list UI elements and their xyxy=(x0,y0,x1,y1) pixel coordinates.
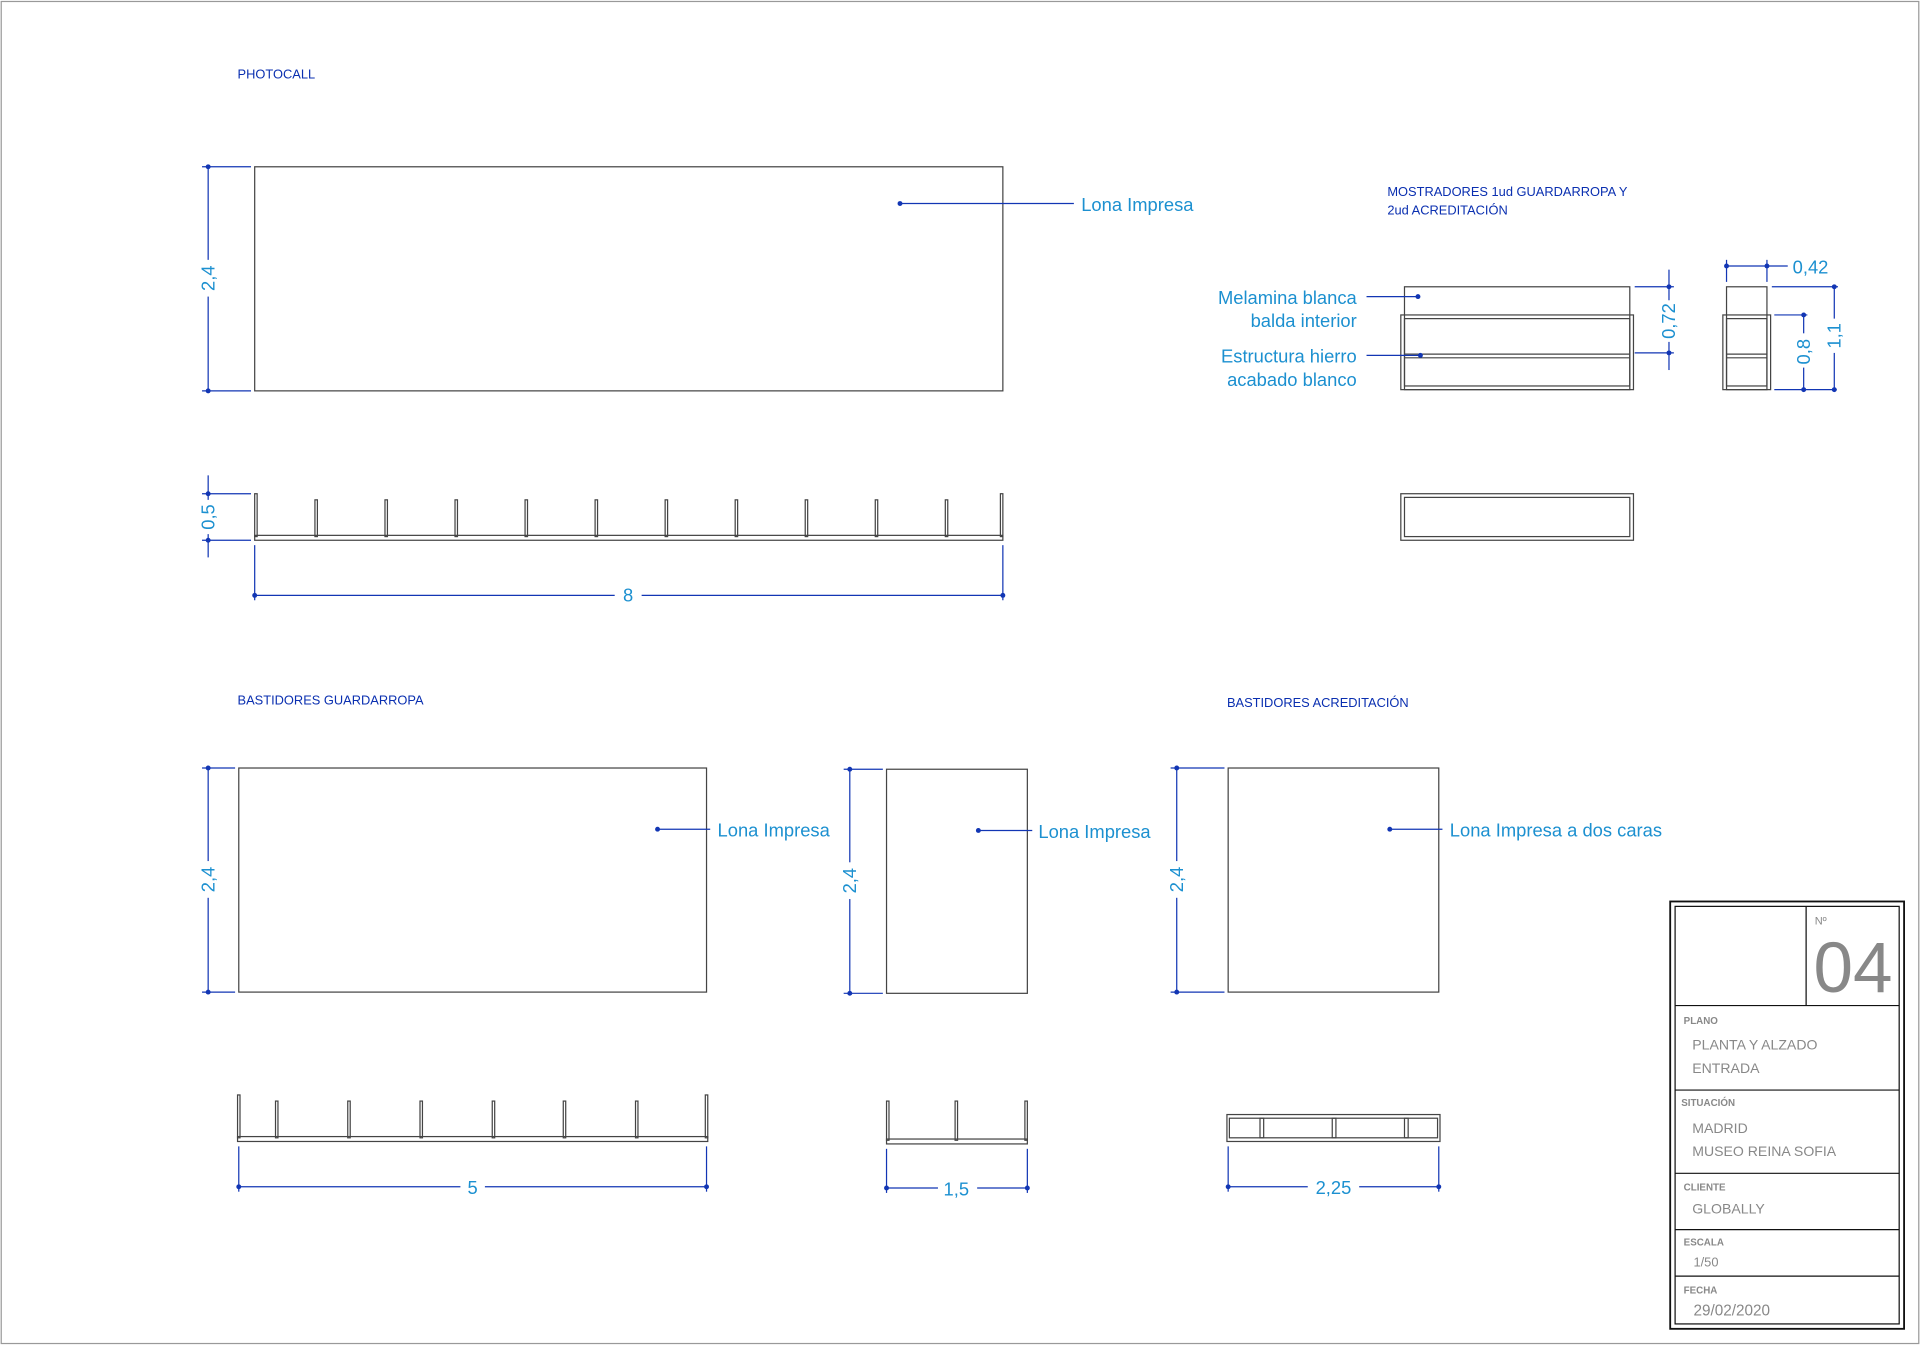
svg-text:29/02/2020: 29/02/2020 xyxy=(1693,1302,1770,1319)
svg-text:2ud ACREDITACIÓN: 2ud ACREDITACIÓN xyxy=(1387,203,1507,218)
bastidores-acreditacion-section: BASTIDORES ACREDITACIÓN Lona Impresa a d… xyxy=(1164,695,1662,1198)
panel-b-label: Lona Impresa xyxy=(1038,821,1151,842)
post xyxy=(491,1100,496,1139)
post xyxy=(804,499,809,538)
post xyxy=(734,499,739,538)
panel-a-width-dimension: 5 xyxy=(236,1146,709,1198)
svg-text:2,4: 2,4 xyxy=(197,265,218,291)
svg-text:0,8: 0,8 xyxy=(1793,339,1814,365)
acreditacion-title: BASTIDORES ACREDITACIÓN xyxy=(1227,695,1409,710)
post xyxy=(314,499,319,538)
side-dimensions: 0,42 0,8 1,1 xyxy=(1724,256,1847,393)
svg-text:FECHA: FECHA xyxy=(1684,1285,1718,1296)
svg-text:0,42: 0,42 xyxy=(1793,256,1829,277)
svg-text:Nº: Nº xyxy=(1815,916,1827,928)
panel-c-height-dimension: 2,4 xyxy=(1164,765,1225,995)
photocall-plan xyxy=(254,493,1004,541)
post xyxy=(594,499,599,538)
panel-b-height-dimension: 2,4 xyxy=(837,766,883,996)
svg-text:2,4: 2,4 xyxy=(839,868,860,894)
post xyxy=(524,499,529,538)
panel-c-elevation xyxy=(1227,767,1440,993)
mostradores-title: MOSTRADORES 1ud GUARDARROPA Y xyxy=(1387,184,1627,199)
svg-text:balda interior: balda interior xyxy=(1251,310,1357,331)
panel-a-elevation xyxy=(238,767,708,993)
panel-a-height-dimension: 2,4 xyxy=(195,765,236,995)
svg-text:PLANO: PLANO xyxy=(1684,1016,1719,1027)
panel-c-label: Lona Impresa a dos caras xyxy=(1450,820,1662,841)
panel-c-width-dimension: 2,25 xyxy=(1225,1146,1442,1198)
post xyxy=(384,499,389,538)
title-block: Nº 04 PLANO PLANTA Y ALZADO ENTRADA SITU… xyxy=(1669,900,1905,1330)
svg-text:acabado blanco: acabado blanco xyxy=(1227,369,1357,390)
post xyxy=(347,1100,351,1139)
svg-text:ESCALA: ESCALA xyxy=(1684,1238,1724,1249)
svg-text:SITUACIÓN: SITUACIÓN xyxy=(1681,1097,1735,1109)
svg-text:2,4: 2,4 xyxy=(197,867,218,893)
panel-b-plan xyxy=(885,1100,1028,1145)
photocall-section: PHOTOCALL Lona Impresa 2,4 0,5 8 xyxy=(195,67,1194,605)
post xyxy=(634,1100,639,1139)
estructura-label: Estructura hierro xyxy=(1221,346,1357,367)
panel-c-plan xyxy=(1226,1113,1441,1143)
counter-plan xyxy=(1400,493,1635,541)
photocall-depth-dimension: 0,5 xyxy=(195,475,252,558)
svg-text:MUSEO REINA SOFIA: MUSEO REINA SOFIA xyxy=(1692,1143,1837,1159)
svg-text:GLOBALLY: GLOBALLY xyxy=(1692,1201,1765,1217)
post xyxy=(454,499,459,538)
svg-text:1,5: 1,5 xyxy=(944,1178,970,1199)
panel-a-plan xyxy=(236,1094,709,1143)
svg-text:PLANTA Y ALZADO: PLANTA Y ALZADO xyxy=(1692,1037,1817,1053)
counter-height-dimension: 0,72 xyxy=(1634,269,1682,371)
svg-text:1/50: 1/50 xyxy=(1693,1254,1718,1269)
bastidores-guardarropa-section: BASTIDORES GUARDARROPA Lona Impresa 2,4 … xyxy=(195,692,1151,1199)
panel-b-elevation xyxy=(885,768,1028,994)
photocall-elevation xyxy=(254,166,1004,392)
post xyxy=(274,1100,279,1139)
svg-text:2,25: 2,25 xyxy=(1316,1177,1352,1198)
post xyxy=(419,1100,424,1139)
photocall-height-dimension: 2,4 xyxy=(195,164,252,394)
svg-text:MADRID: MADRID xyxy=(1692,1120,1748,1136)
svg-text:1,1: 1,1 xyxy=(1823,323,1844,349)
photocall-title: PHOTOCALL xyxy=(238,67,316,82)
panel-a-label: Lona Impresa xyxy=(718,820,831,841)
svg-text:0,72: 0,72 xyxy=(1658,303,1679,339)
photocall-label: Lona Impresa xyxy=(1081,194,1194,215)
svg-text:CLIENTE: CLIENTE xyxy=(1684,1182,1726,1193)
post xyxy=(562,1100,567,1139)
counter-front-elevation xyxy=(1400,286,1635,391)
counter-side-elevation xyxy=(1722,286,1772,391)
photocall-width-dimension: 8 xyxy=(252,545,1006,605)
mostradores-section: MOSTRADORES 1ud GUARDARROPA Y 2ud ACREDI… xyxy=(1218,184,1847,541)
svg-text:2,4: 2,4 xyxy=(1166,867,1187,893)
melamina-label: Melamina blanca xyxy=(1218,287,1358,308)
panel-b-width-dimension: 1,5 xyxy=(884,1148,1030,1199)
svg-text:5: 5 xyxy=(468,1177,478,1198)
post xyxy=(944,499,949,538)
svg-text:0,5: 0,5 xyxy=(197,504,218,530)
guardarropa-title: BASTIDORES GUARDARROPA xyxy=(238,692,424,707)
svg-text:ENTRADA: ENTRADA xyxy=(1692,1060,1760,1076)
svg-text:8: 8 xyxy=(623,584,633,605)
sheet-number: 04 xyxy=(1813,929,1892,1008)
post xyxy=(874,499,879,538)
post xyxy=(664,499,669,538)
